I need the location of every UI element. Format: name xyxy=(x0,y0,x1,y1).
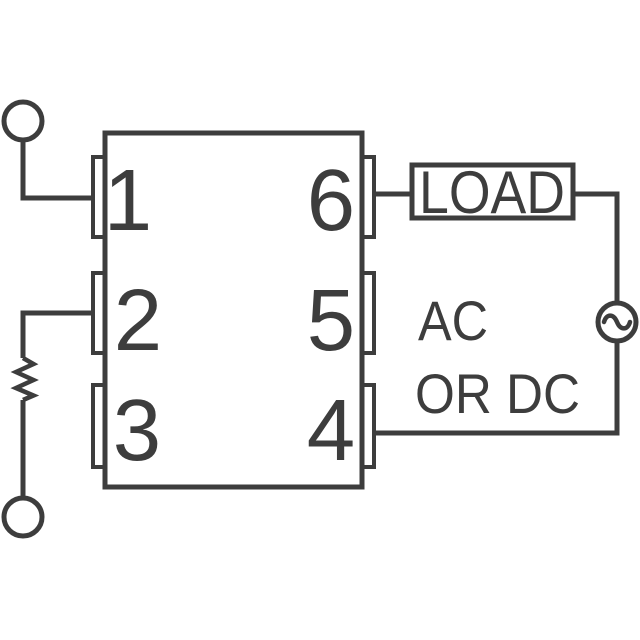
sine-wave-icon xyxy=(601,313,633,331)
pin-5-label: 5 xyxy=(307,272,355,369)
pin-4-label: 4 xyxy=(307,382,355,479)
source-type-label-line1: AC xyxy=(418,289,488,352)
circuit-lines xyxy=(1,99,639,539)
input-terminal-bottom-icon xyxy=(1,495,45,539)
input-terminal-top-icon xyxy=(1,99,45,143)
pin-3-label: 3 xyxy=(113,382,161,479)
pin-6-label: 6 xyxy=(307,152,355,249)
pin-1-label: 1 xyxy=(104,152,152,249)
pin-2-label: 2 xyxy=(114,272,162,369)
load-label: LOAD xyxy=(419,159,565,226)
pin-leads xyxy=(91,155,376,469)
pin-2-wire xyxy=(20,310,93,358)
relay-body xyxy=(102,130,365,490)
source-to-pin-4-wire xyxy=(374,341,620,436)
input-terminal-top-wire xyxy=(20,140,93,201)
source-type-label-line2: OR DC xyxy=(415,362,580,425)
circuit-text: 1 2 3 6 5 4 LOAD AC OR DC xyxy=(104,152,580,479)
resistor-icon xyxy=(10,356,40,403)
load-to-source-wire xyxy=(573,191,620,303)
